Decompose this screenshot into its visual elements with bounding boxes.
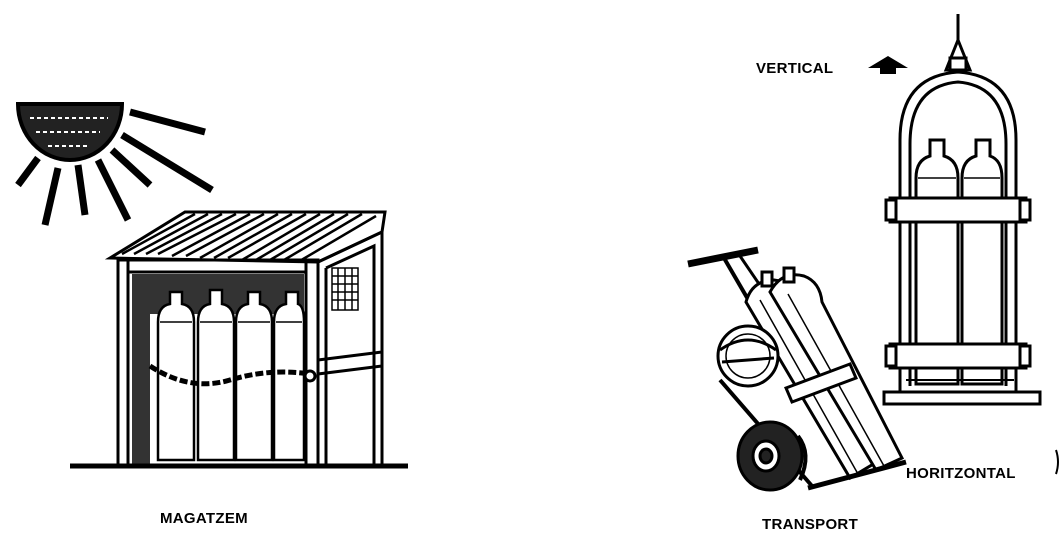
transport-label: TRANSPORT bbox=[762, 516, 859, 533]
up-arrow-icon bbox=[868, 56, 908, 74]
hand-truck-icon bbox=[687, 246, 907, 492]
storage-label: MAGATZEM bbox=[160, 510, 248, 527]
vertical-label: VERTICAL bbox=[756, 60, 834, 77]
horizontal-label: HORITZONTAL bbox=[906, 465, 1016, 482]
storage-shed-icon bbox=[70, 210, 408, 469]
sun-icon bbox=[15, 102, 214, 226]
cylinder-cage-icon bbox=[882, 14, 1042, 406]
edge-mark bbox=[1055, 449, 1059, 475]
